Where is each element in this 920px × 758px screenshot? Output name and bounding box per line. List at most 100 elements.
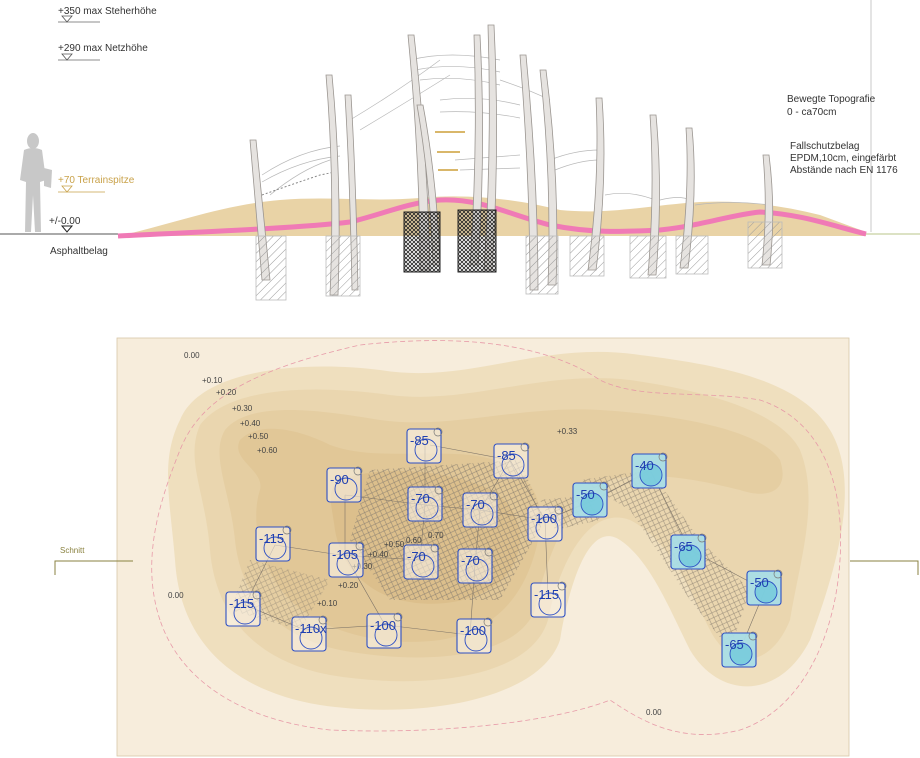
post-marker: -65 [721, 631, 758, 668]
section-cut-right [850, 560, 919, 575]
rope-anchor [484, 547, 494, 557]
post-depth-label: -115 [229, 596, 254, 611]
post-circle [233, 601, 257, 625]
post-depth-label: -70 [466, 497, 485, 512]
post-marker: -85 [493, 442, 530, 479]
ladder-rungs [435, 131, 465, 171]
post-depth-label: -110x [295, 621, 327, 636]
post-marker: -100 [456, 617, 493, 654]
post-marker: -90 [326, 466, 363, 503]
contour-labels: 0.00 0.00 0.00 +0.10 +0.20 +0.30 +0.40 +… [168, 351, 662, 717]
post-depth-label: -85 [497, 448, 516, 463]
max-post-height-label: +350 max Steherhöhe [58, 6, 157, 17]
section-cut-left: Schnitt [54, 546, 133, 575]
rope-anchor [554, 505, 564, 515]
contour-label: +0.10 [202, 376, 223, 385]
contour-label: +0.20 [338, 581, 359, 590]
post-circle [535, 516, 559, 540]
contour-label: +0.60 [257, 446, 278, 455]
post-circle [538, 592, 562, 616]
person-silhouette [20, 133, 52, 232]
elevation-section: +350 max Steherhöhe +290 max Netzhöhe +7… [0, 0, 920, 301]
post-circle [639, 463, 663, 487]
terrain-peak-label: +70 Terrainspitze [58, 175, 135, 186]
post-marker: -85 [406, 427, 443, 464]
post-depth-label: -90 [330, 472, 349, 487]
post-marker: -100 [366, 612, 403, 649]
post-circle [464, 628, 488, 652]
post-foundations [255, 221, 783, 301]
max-net-height-marker: +290 max Netzhöhe [58, 43, 148, 61]
contour-label: +0.20 [216, 388, 237, 397]
safety-surface-note-2: EPDM,10cm, eingefärbt [790, 153, 896, 164]
post-marker: -70 [462, 491, 499, 528]
rope-anchor [252, 590, 262, 600]
rope-anchor [520, 442, 530, 452]
fence-line [151, 340, 841, 735]
post-marker: -115 [225, 590, 262, 627]
post-marker: -100 [527, 505, 564, 542]
post-marker: -70 [457, 547, 494, 584]
post-depth-label: -85 [410, 433, 429, 448]
post-circle [414, 438, 438, 462]
post-marker: -115 [255, 525, 292, 562]
post-marker: -110x [291, 615, 328, 652]
post-marker: -105 [328, 541, 365, 578]
level-label: 0.00 [168, 591, 184, 600]
post-circle [263, 536, 287, 560]
rope-anchor [557, 581, 567, 591]
rope-anchor [599, 481, 609, 491]
rope-anchor [489, 491, 499, 501]
contour-label: +0.50 [248, 432, 269, 441]
post-circle [501, 453, 525, 477]
post-circle [299, 626, 323, 650]
rope-anchor [658, 452, 668, 462]
epdm-surface-line [117, 197, 867, 239]
topography-note-2: 0 - ca70cm [787, 107, 836, 118]
section-label: Schnitt [60, 546, 85, 555]
safety-surface-note-1: Fallschutzbelag [790, 141, 859, 152]
post-depth-label: -50 [576, 487, 595, 502]
post-marker: -50 [572, 481, 609, 518]
terrain-peak-marker: +70 Terrainspitze [58, 175, 135, 193]
topography-note-1: Bewegte Topografie [787, 94, 876, 105]
contour-label: +0.33 [557, 427, 578, 436]
contour-label: +0.40 [368, 550, 389, 559]
post-depth-label: -100 [370, 618, 396, 633]
post-marker: -70 [403, 543, 440, 580]
post-depth-label: -115 [534, 587, 559, 602]
post-marker: -115 [530, 581, 567, 618]
post-circle [470, 502, 494, 526]
max-post-height-marker: +350 max Steherhöhe [58, 6, 157, 23]
dark-foundations [403, 209, 497, 273]
rope-anchor [353, 466, 363, 476]
post-circle [678, 544, 702, 568]
post-depth-label: -70 [407, 549, 426, 564]
post-circle [336, 552, 360, 576]
post-marker: -40 [631, 452, 668, 489]
post-depth-label: -50 [750, 575, 769, 590]
rope-anchor [773, 569, 783, 579]
post-depth-label: -115 [259, 531, 284, 546]
post-circle [580, 492, 604, 516]
ground-level-marker: +/-0.00 Asphaltbelag [49, 216, 108, 257]
rope-anchor [748, 631, 758, 641]
post-circle [465, 558, 489, 582]
post-depth-label: -65 [725, 637, 744, 652]
post-markers: -85-85-90-70-70-100-50-40-115-105-70-70-… [225, 427, 783, 668]
contour-label: +0.30 [232, 404, 253, 413]
rope-nets [261, 54, 771, 206]
safety-surface-note-3: Abstände nach EN 1176 [790, 165, 898, 176]
level-label: 0.00 [184, 351, 200, 360]
level-label: 0.00 [646, 708, 662, 717]
post-marker: -50 [746, 569, 783, 606]
rope-anchor [318, 615, 328, 625]
rope-anchor [434, 485, 444, 495]
post-circle [415, 496, 439, 520]
contour-label: +0.50 [384, 540, 405, 549]
post-depth-label: -105 [332, 547, 358, 562]
rope-anchor [483, 617, 493, 627]
rope-anchor [355, 541, 365, 551]
post-circle [754, 580, 778, 604]
